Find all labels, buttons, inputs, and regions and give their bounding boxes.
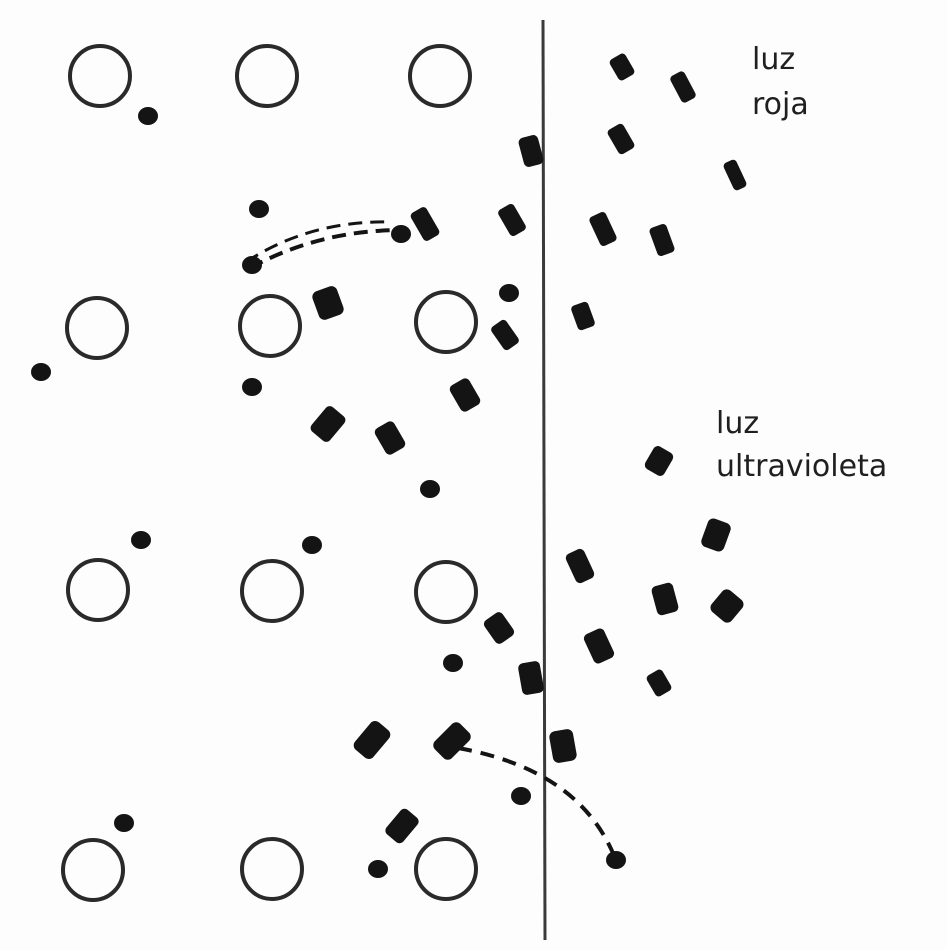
- label-red-light-line1: luz: [752, 42, 795, 77]
- electron: [249, 200, 269, 218]
- photon: [565, 548, 595, 584]
- label-red-light-line2: roja: [752, 87, 809, 122]
- atom-lattice: [61, 44, 478, 902]
- photon: [374, 421, 406, 455]
- label-uv-light-line2: ultravioleta: [716, 449, 887, 484]
- photon: [646, 669, 672, 697]
- label-uv-light-line1: luz: [716, 406, 759, 441]
- electron: [511, 787, 531, 805]
- metal-surface-boundary: [541, 19, 547, 941]
- photon: [491, 319, 519, 351]
- photon: [449, 378, 481, 412]
- photon: [518, 135, 544, 167]
- atom: [235, 44, 299, 108]
- atom: [414, 837, 478, 901]
- photon: [607, 123, 635, 155]
- electron-trajectory-uv: [457, 746, 617, 859]
- electron: [499, 284, 519, 302]
- electron: [302, 536, 322, 554]
- photon: [670, 71, 696, 103]
- atom: [240, 559, 304, 623]
- atom: [66, 558, 130, 622]
- photon: [644, 446, 674, 476]
- label-uv-light: luz ultravioleta: [716, 406, 887, 484]
- photon: [589, 212, 617, 246]
- electron: [242, 378, 262, 396]
- photon: [310, 406, 346, 442]
- electrons: [31, 107, 626, 878]
- electron: [131, 531, 151, 549]
- photon: [498, 203, 526, 237]
- photon: [312, 286, 344, 320]
- atom: [240, 837, 304, 901]
- photon: [723, 159, 747, 191]
- electron: [114, 814, 134, 832]
- photon: [549, 729, 577, 763]
- electron-trajectory-red-2: [245, 220, 393, 264]
- atom: [68, 44, 132, 108]
- electron: [138, 107, 158, 125]
- photon: [433, 722, 471, 760]
- photons: [310, 53, 747, 844]
- electron: [606, 851, 626, 869]
- photon: [571, 301, 595, 331]
- photon: [609, 53, 635, 81]
- atom: [238, 294, 302, 358]
- electron: [420, 480, 440, 498]
- photon: [583, 628, 615, 664]
- photon: [649, 223, 675, 257]
- label-red-light: luz roja: [752, 42, 809, 122]
- photon: [518, 661, 544, 695]
- photon: [385, 808, 419, 844]
- atom: [65, 296, 129, 360]
- photon: [710, 589, 744, 623]
- atom: [408, 44, 472, 108]
- photon: [410, 207, 440, 241]
- atom: [414, 290, 478, 354]
- electron: [31, 363, 51, 381]
- photon: [701, 518, 731, 552]
- photon: [651, 582, 679, 616]
- electron: [368, 860, 388, 878]
- atom: [61, 838, 125, 902]
- electron: [443, 654, 463, 672]
- photon: [483, 612, 515, 644]
- electron-trajectory-red: [249, 228, 403, 270]
- electron: [391, 225, 411, 243]
- photon: [353, 720, 391, 760]
- atom: [414, 560, 478, 624]
